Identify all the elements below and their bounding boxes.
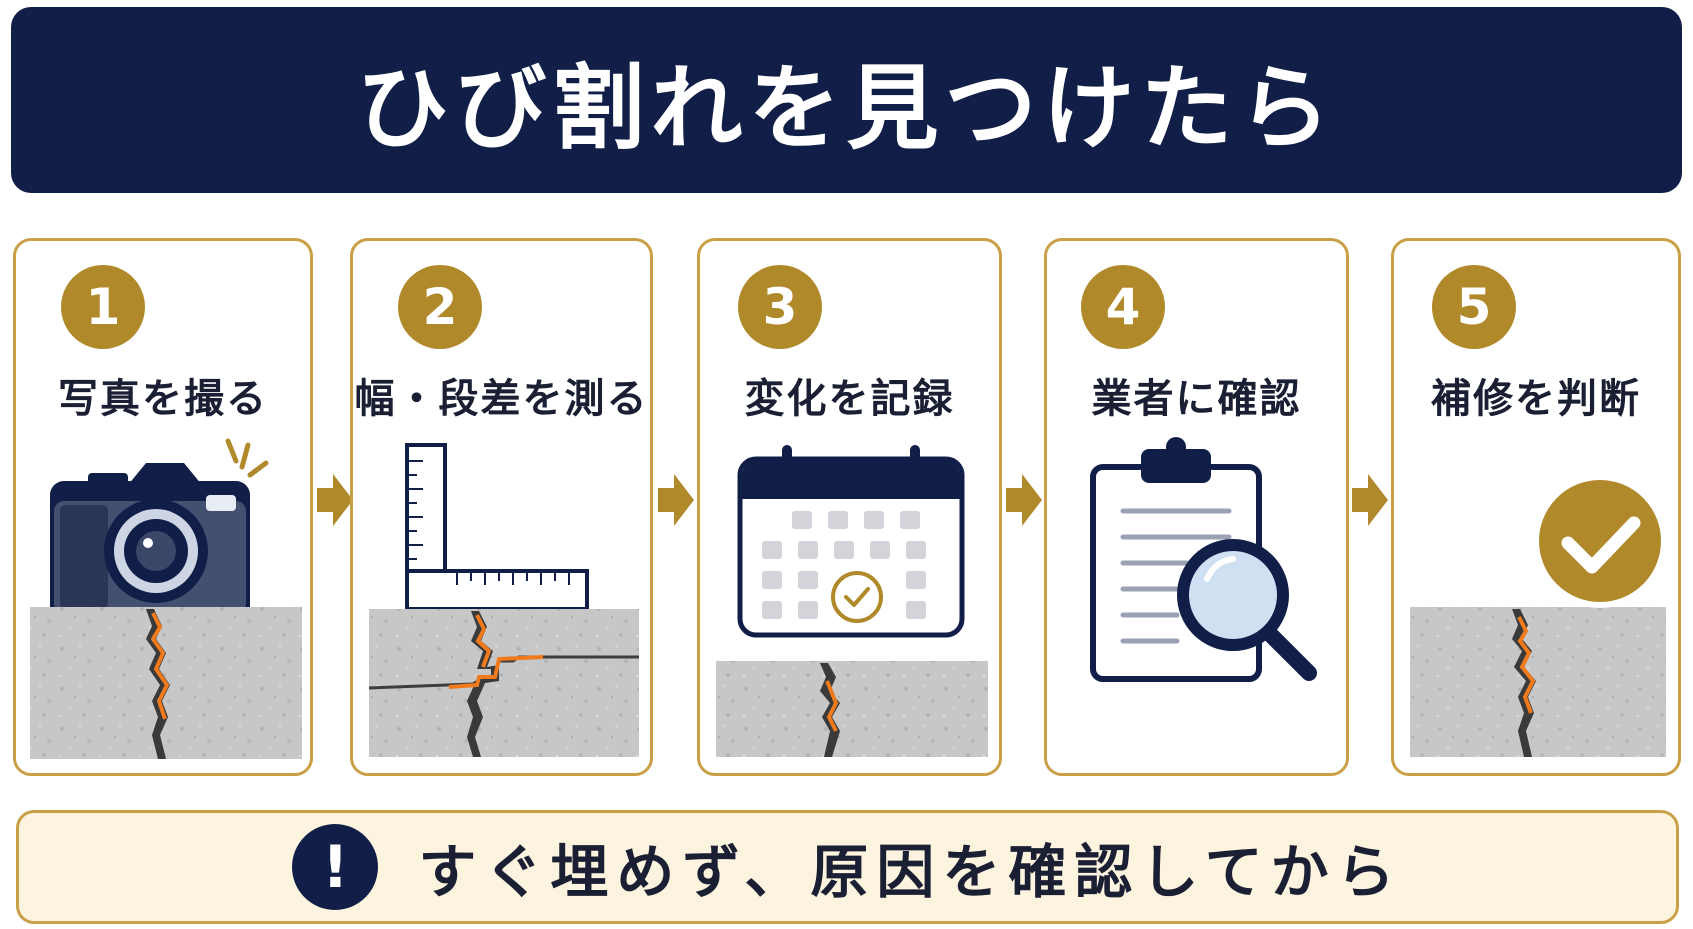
step-label: 業者に確認 [1091,376,1302,422]
step-number-badge: 4 [1081,265,1165,349]
step-card-2: 2 幅・段差を測る [350,238,653,776]
repaired-wall-illustration [1410,607,1666,757]
step-number-badge: 1 [61,265,145,349]
step-card-1: 1 写真を撮る [13,238,313,776]
arrow-right-icon [317,474,353,526]
step-card-4: 4 業者に確認 [1044,238,1349,776]
step-label: 変化を記録 [744,376,955,422]
arrow-right-icon [1352,474,1388,526]
arrow-right-icon [1006,474,1042,526]
step-label: 幅・段差を測る [354,376,649,422]
page-title: ひび割れを見つけたら [356,54,1337,162]
step-card-3: 3 変化を記録 [697,238,1002,776]
checkmark-icon [1533,474,1667,608]
step-label: 補修を判断 [1431,376,1641,422]
exclamation-icon: ! [292,824,379,910]
step-number-badge: 2 [398,265,482,349]
warning-text: すぐ埋めず、原因を確認してから [418,838,1403,906]
arrow-right-icon [658,474,694,526]
clipboard-magnifier-icon [1090,437,1317,682]
step-number-badge: 5 [1432,265,1516,349]
step-number-badge: 3 [738,265,822,349]
warning-banner: ! すぐ埋めず、原因を確認してから [16,810,1679,924]
title-banner: ひび割れを見つけたら [11,7,1682,193]
camera-icon [30,438,302,759]
ruler-icon [368,443,639,757]
step-card-5: 5 補修を判断 [1391,238,1681,776]
step-label: 写真を撮る [58,376,268,422]
calendar-icon [716,445,988,757]
